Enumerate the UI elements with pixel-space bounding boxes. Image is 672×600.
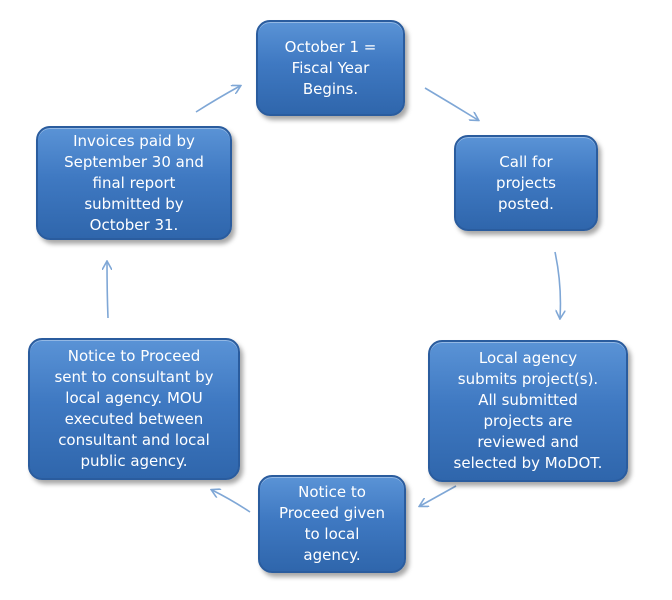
step-fiscal-year: October 1 = Fiscal Year Begins.: [256, 20, 405, 116]
step-notice-sent: Notice to Proceed sent to consultant by …: [28, 338, 240, 480]
step-call-for-projects: Call for projects posted.: [454, 135, 598, 231]
step-agency-submits-text: Local agency submits project(s). All sub…: [453, 349, 603, 472]
step-invoices-paid: Invoices paid by September 30 and final …: [36, 126, 232, 240]
step-invoices-paid-text: Invoices paid by September 30 and final …: [64, 131, 204, 234]
arrow-notice-given-to-sent: [212, 490, 251, 513]
arrow-invoices-to-fiscal: [195, 86, 240, 113]
step-notice-sent-text: Notice to Proceed sent to consultant by …: [54, 347, 214, 470]
step-agency-submits: Local agency submits project(s). All sub…: [428, 340, 628, 482]
step-call-for-projects-text: Call for projects posted.: [496, 152, 556, 213]
arrow-submit-to-notice-given: [420, 485, 457, 506]
step-notice-given: Notice to Proceed given to local agency.: [258, 475, 406, 573]
arrow-fiscal-to-call: [424, 87, 478, 120]
arrow-call-to-submit: [554, 251, 560, 318]
step-fiscal-year-text: October 1 = Fiscal Year Begins.: [284, 37, 377, 98]
step-notice-given-text: Notice to Proceed given to local agency.: [278, 483, 386, 564]
arrow-sent-to-invoices: [107, 262, 108, 319]
